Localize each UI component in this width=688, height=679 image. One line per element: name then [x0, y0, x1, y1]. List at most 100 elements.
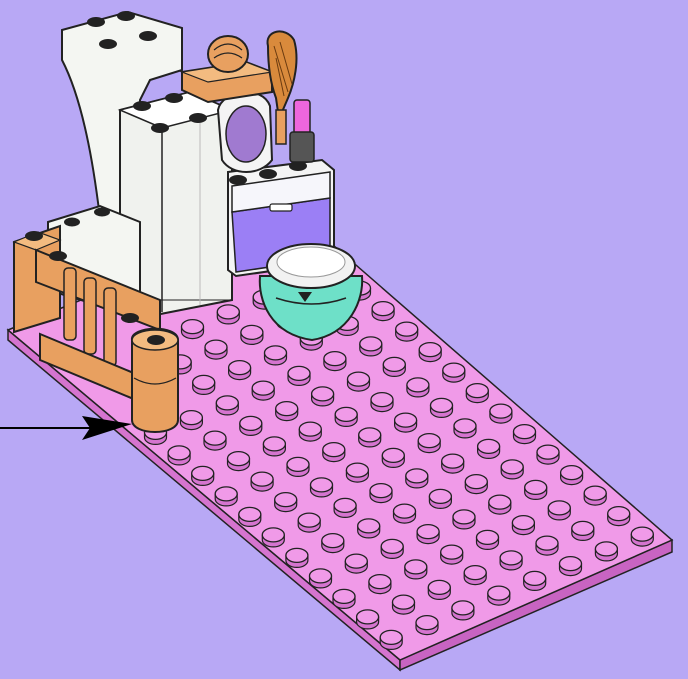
plate-stud [286, 548, 308, 562]
plate-stud [372, 302, 394, 316]
plate-stud [348, 372, 370, 386]
plate-stud [418, 434, 440, 448]
plate-stud [380, 630, 402, 644]
plate-stud [228, 452, 250, 466]
plate-stud [193, 375, 215, 389]
plate-stud [182, 320, 204, 334]
plate-stud [561, 466, 583, 480]
plate-stud [572, 521, 594, 535]
plate-stud [312, 387, 334, 401]
plate-stud [287, 457, 309, 471]
plate-stud [452, 601, 474, 615]
plate-stud [464, 566, 486, 580]
plate-stud [417, 525, 439, 539]
plate-stud [310, 569, 332, 583]
plate-stud [525, 480, 547, 494]
plate-stud [631, 527, 653, 541]
plate-stud [537, 445, 559, 459]
plate-stud [405, 560, 427, 574]
plate-stud [262, 528, 284, 542]
plate-stud [311, 478, 333, 492]
plate-stud [416, 616, 438, 630]
plate-stud [217, 305, 239, 319]
mirror [218, 92, 272, 172]
wall-stud [151, 123, 169, 133]
plate-stud [252, 381, 274, 395]
plate-stud [192, 466, 214, 480]
drawer-handle [270, 204, 292, 211]
plate-stud [419, 343, 441, 357]
plate-stud [442, 454, 464, 468]
plate-stud [360, 337, 382, 351]
plate-stud [477, 530, 499, 544]
plate-stud [395, 413, 417, 427]
wall-stud [139, 31, 157, 41]
railing-baluster [104, 288, 116, 366]
plate-stud [333, 589, 355, 603]
plate-stud [229, 361, 251, 375]
plate-stud [560, 557, 582, 571]
plate-stud [334, 498, 356, 512]
plate-stud [251, 472, 273, 486]
plate-stud [478, 439, 500, 453]
plate-stud [215, 487, 237, 501]
wall-stud [165, 93, 183, 103]
plate-stud [501, 460, 523, 474]
plate-stud [393, 595, 415, 609]
plate-stud [383, 357, 405, 371]
plate-stud [322, 534, 344, 548]
plate-stud [240, 416, 262, 430]
plate-stud [548, 501, 570, 515]
plate-stud [381, 539, 403, 553]
railing-stud [49, 251, 67, 261]
hair-brush [268, 31, 297, 144]
plate-stud [431, 398, 453, 412]
plate-stud [406, 469, 428, 483]
plate-stud [324, 352, 346, 366]
wall-stud [117, 11, 135, 21]
railing-stud [25, 231, 43, 241]
mirror-glass [226, 106, 266, 162]
plate-stud [382, 448, 404, 462]
plate-stud [369, 575, 391, 589]
wall-stud [87, 17, 105, 27]
plate-stud [345, 554, 367, 568]
plate-stud [275, 493, 297, 507]
plate-stud [180, 411, 202, 425]
plate-stud [241, 325, 263, 339]
plate-stud [359, 428, 381, 442]
plate-stud [524, 571, 546, 585]
wall-stud [99, 39, 117, 49]
wall-stud [64, 218, 80, 227]
plate-stud [608, 507, 630, 521]
plate-stud [465, 475, 487, 489]
plate-stud [239, 507, 261, 521]
plate-stud [429, 489, 451, 503]
plate-stud [357, 610, 379, 624]
plate-stud [536, 536, 558, 550]
plate-stud [453, 510, 475, 524]
plate-stud [371, 393, 393, 407]
railing-stud [121, 313, 139, 323]
wall-stud [94, 208, 110, 217]
plate-stud [584, 486, 606, 500]
plate-stud [288, 366, 310, 380]
plate-stud [396, 322, 418, 336]
railing-baluster [84, 278, 96, 354]
plate-stud [512, 516, 534, 530]
dresser-stud [259, 169, 277, 179]
plate-stud [276, 402, 298, 416]
plate-stud [263, 437, 285, 451]
plate-stud [514, 425, 536, 439]
hair-bun-accessory [208, 36, 248, 72]
plate-stud [205, 340, 227, 354]
plate-stud [443, 363, 465, 377]
plate-stud [488, 586, 510, 600]
railing-stud [147, 335, 165, 345]
plate-stud [204, 431, 226, 445]
wall-stud [189, 113, 207, 123]
plate-stud [500, 551, 522, 565]
plate-stud [595, 542, 617, 556]
